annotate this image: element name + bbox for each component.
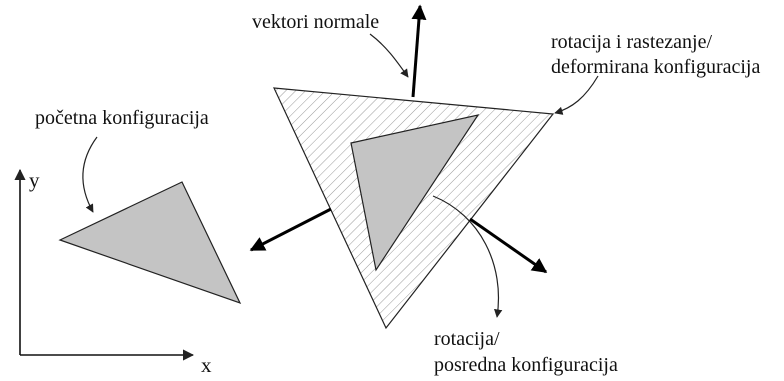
intermediate-configuration-triangle — [350, 114, 480, 272]
normal-vector-left — [249, 207, 332, 252]
normal-vectors-label: vektori normale — [252, 11, 379, 33]
deformed-config-label-line2: deformirana konfiguracija — [551, 56, 760, 78]
coordinate-axes: x y — [14, 168, 212, 377]
y-axis-label: y — [29, 168, 40, 192]
normals-leader-arrow — [369, 33, 409, 78]
normal-vector-right — [469, 217, 548, 274]
initial-leader-arrow — [82, 136, 98, 213]
deformed-config-label-line1: rotacija i rastezanje/ — [551, 31, 712, 53]
intermediate-leader-arrow — [432, 195, 503, 318]
normal-vectors — [249, 4, 548, 274]
intermediate-config-label-line1: rotacija/ — [434, 328, 500, 350]
initial-configuration-triangle — [58, 181, 242, 305]
leader-arrows — [82, 33, 599, 318]
normal-vector-top — [411, 4, 427, 98]
x-axis-label: x — [201, 353, 212, 377]
deformed-leader-arrow — [554, 75, 599, 115]
intermediate-config-label-line2: posredna konfiguracija — [434, 354, 618, 376]
initial-config-label: početna konfiguracija — [35, 107, 209, 129]
